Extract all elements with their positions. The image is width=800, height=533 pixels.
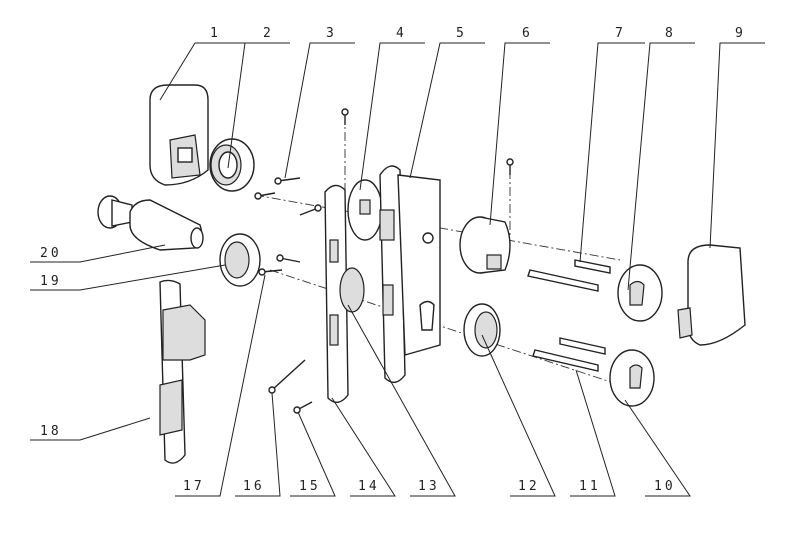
part-11-bolts bbox=[532, 337, 606, 372]
callout-labels: 1 2 3 4 5 6 7 8 9 20 19 18 17 16 15 14 1… bbox=[40, 26, 746, 494]
callout-leaders bbox=[30, 42, 765, 497]
screws bbox=[254, 108, 514, 414]
part-18-strike-plate bbox=[159, 279, 206, 464]
part-20-cylinder bbox=[97, 195, 204, 251]
callout-14: 14 bbox=[358, 479, 380, 494]
callout-19: 19 bbox=[40, 274, 62, 289]
callout-8: 8 bbox=[665, 26, 676, 41]
part-13-cam bbox=[339, 267, 365, 313]
callout-15: 15 bbox=[299, 479, 321, 494]
part-10-cover bbox=[609, 349, 655, 407]
part-7-bolts bbox=[527, 259, 611, 292]
assembly-axes bbox=[254, 115, 621, 386]
callout-2: 2 bbox=[263, 26, 274, 41]
callout-12: 12 bbox=[518, 479, 540, 494]
part-14-faceplate bbox=[324, 184, 349, 403]
callout-17: 17 bbox=[183, 479, 205, 494]
callout-3: 3 bbox=[326, 26, 337, 41]
callout-10: 10 bbox=[654, 479, 676, 494]
callout-11: 11 bbox=[579, 479, 601, 494]
part-6-rosette bbox=[459, 216, 511, 274]
part-1-inner-handle bbox=[149, 84, 209, 186]
callout-1: 1 bbox=[210, 26, 221, 41]
part-4-spindle-follower bbox=[347, 179, 383, 241]
callout-16: 16 bbox=[243, 479, 265, 494]
callout-7: 7 bbox=[615, 26, 626, 41]
callout-4: 4 bbox=[396, 26, 407, 41]
part-9-outer-handle bbox=[677, 244, 746, 346]
part-19-escutcheon bbox=[219, 233, 261, 287]
callout-9: 9 bbox=[735, 26, 746, 41]
callout-5: 5 bbox=[456, 26, 467, 41]
part-2-rosette bbox=[209, 138, 255, 192]
part-8-rosette bbox=[617, 264, 663, 322]
callout-6: 6 bbox=[522, 26, 533, 41]
callout-18: 18 bbox=[40, 424, 62, 439]
part-5-lock-body bbox=[379, 165, 441, 383]
callout-20: 20 bbox=[40, 246, 62, 261]
callout-13: 13 bbox=[418, 479, 440, 494]
part-12-escutcheon bbox=[463, 303, 501, 357]
